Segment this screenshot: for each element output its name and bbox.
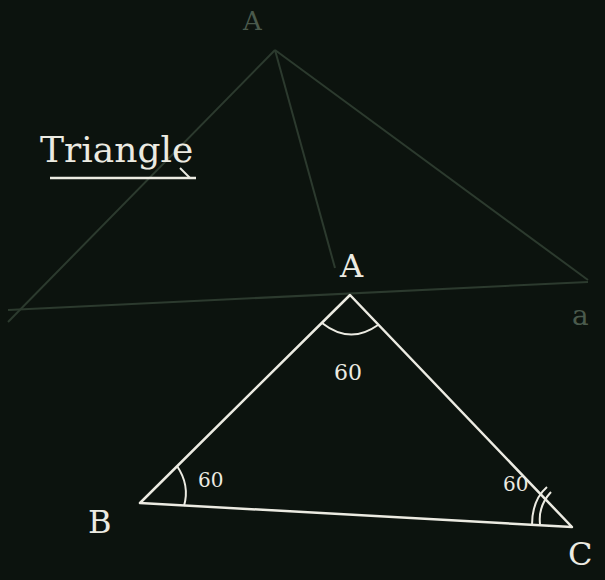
vertex-label: B: [88, 506, 112, 538]
angle-value: 60: [334, 362, 362, 384]
triangle-abc: [140, 295, 572, 527]
title: Triangle: [40, 132, 193, 168]
angle-value: 60: [503, 474, 528, 494]
faint-side-label: a: [572, 302, 589, 330]
vertex-label: C: [568, 538, 592, 570]
angle-value: 60: [198, 470, 223, 490]
vertex-label: A: [340, 250, 363, 282]
title-underline: [50, 177, 196, 180]
faint-vertex-label: A: [243, 8, 262, 34]
faint-background-triangle: [8, 50, 588, 322]
angle-arcs: [177, 323, 551, 525]
underline-tick: [180, 168, 190, 178]
